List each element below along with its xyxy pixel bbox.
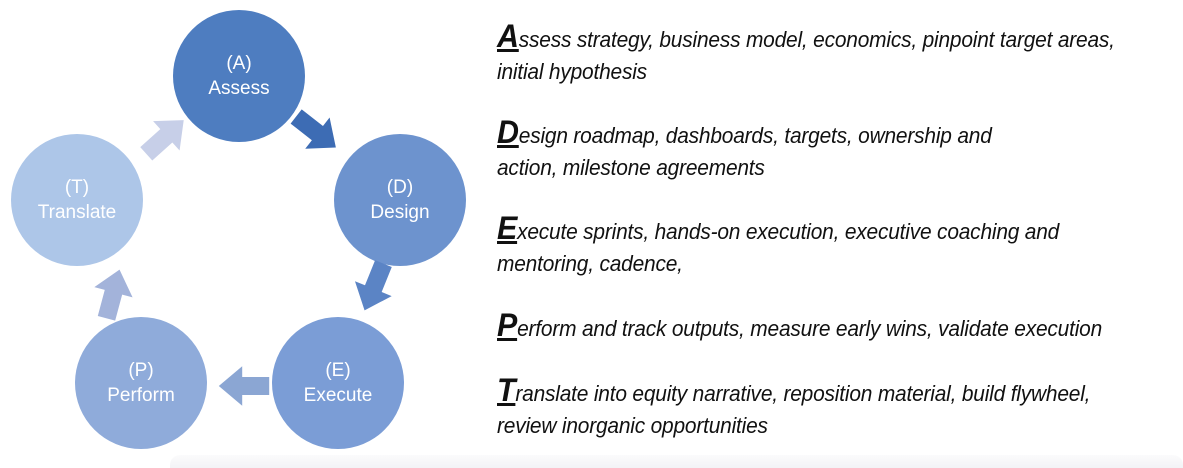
circle-translate-label: Translate	[37, 202, 117, 223]
circle-execute-letter: (E)	[325, 360, 351, 381]
circle-execute-label: Execute	[303, 385, 373, 406]
circle-execute: (E) Execute	[272, 317, 404, 449]
circle-assess: (A) Assess	[173, 10, 305, 142]
circle-translate: (T) Translate	[11, 134, 143, 266]
description-translate: Translate into equity narrative, reposit…	[497, 374, 1090, 442]
description-design-line1: esign roadmap, dashboards, targets, owne…	[518, 123, 992, 148]
arrow-translate-to-assess-icon	[127, 99, 203, 175]
circle-perform-label: Perform	[107, 385, 175, 406]
description-translate-line1: ranslate into equity narrative, repositi…	[515, 381, 1091, 406]
description-translate-initial: T	[497, 372, 516, 408]
description-assess-line2: initial hypothesis	[497, 59, 647, 84]
circle-perform-letter: (P)	[128, 360, 154, 381]
arrow-assess-to-design-icon	[278, 94, 354, 170]
circle-assess-letter: (A)	[226, 53, 252, 74]
description-execute-line2: mentoring, cadence,	[497, 251, 683, 276]
circle-design-letter: (D)	[386, 177, 414, 198]
description-assess-initial: A	[497, 18, 519, 54]
circle-perform: (P) Perform	[75, 317, 207, 449]
description-perform-initial: P	[497, 307, 518, 343]
circle-design: (D) Design	[334, 134, 466, 266]
circle-assess-label: Assess	[208, 78, 270, 99]
description-design-line2: action, milestone agreements	[497, 155, 765, 180]
description-design: Design roadmap, dashboards, targets, own…	[497, 116, 992, 184]
description-translate-line2: review inorganic opportunities	[497, 413, 768, 438]
description-assess-line1: ssess strategy, business model, economic…	[518, 27, 1115, 52]
arrow-perform-to-translate-icon	[80, 261, 146, 327]
bottom-section-edge	[170, 455, 1183, 468]
arrow-design-to-execute-icon	[339, 252, 409, 322]
description-perform: Perform and track outputs, measure early…	[497, 309, 1102, 345]
arrow-execute-to-perform-icon	[217, 359, 271, 413]
description-execute-line1: xecute sprints, hands-on execution, exec…	[517, 219, 1060, 244]
circle-translate-letter: (T)	[64, 177, 90, 198]
description-assess: Assess strategy, business model, economi…	[497, 20, 1115, 88]
description-execute-initial: E	[497, 210, 518, 246]
description-design-initial: D	[497, 114, 519, 150]
description-execute: Execute sprints, hands-on execution, exe…	[497, 212, 1059, 280]
description-perform-line1: erform and track outputs, measure early …	[517, 316, 1103, 341]
circle-design-label: Design	[370, 202, 430, 223]
